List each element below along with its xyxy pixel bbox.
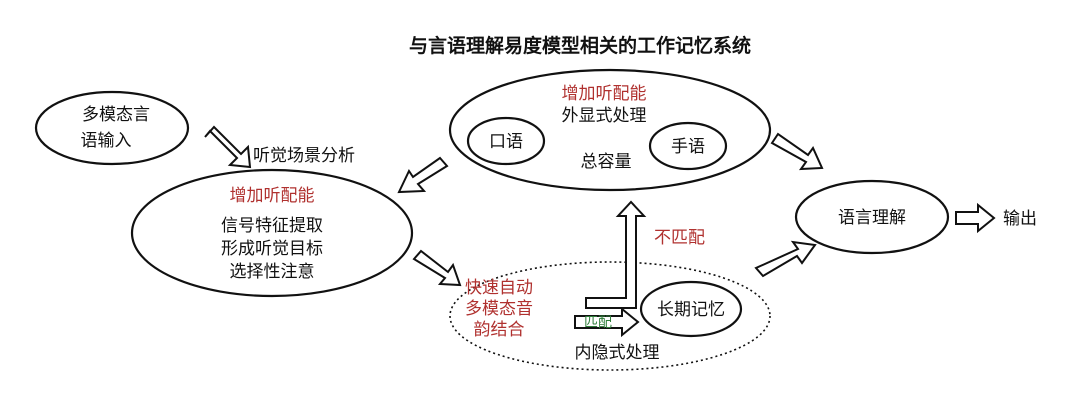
arrow-to-output [955,202,996,234]
arrow-explicit-to-comprehension [770,132,824,171]
explicit-processing-node [448,68,772,192]
diagram-title: 与言语理解易度模型相关的工作记忆系统 [409,34,751,57]
signal-heading: 增加听配能 [230,186,315,206]
mismatch-label: 不匹配 [654,228,705,248]
auditory-scene-label: 听觉场景分析 [253,146,355,166]
comprehension-node [794,179,950,255]
fast-line-2: 多模态音 [465,299,533,319]
arrow-implicit-to-comprehension [754,240,817,278]
signal-processing-node [130,168,414,298]
match-label: 匹配 [584,315,612,331]
explicit-heading: 增加听配能 [562,84,647,104]
arrow-signal-to-implicit [412,249,462,287]
arrow-input-to-signal [204,125,252,169]
comprehension-label: 语言理解 [838,208,906,228]
fast-line-1: 快速自动 [465,278,533,298]
output-label: 输出 [1003,209,1037,229]
capacity-label: 总容量 [581,152,632,172]
signal-line-3: 选择性注意 [230,262,315,282]
long-term-memory-label: 长期记忆 [657,300,725,320]
arrow-explicit-to-signal [397,156,449,194]
input-node [34,90,190,166]
explicit-label: 外显式处理 [562,106,647,126]
implicit-processing-node [449,261,771,371]
implicit-label: 内隐式处理 [575,343,660,363]
input-line-1: 多模态言 [82,105,150,125]
oral-label: 口语 [489,132,523,152]
match-arrow [574,306,640,338]
input-line-2: 语输入 [81,131,132,151]
sign-label: 手语 [671,137,705,157]
mismatch-arrow [585,200,647,309]
signal-line-1: 信号特征提取 [221,216,323,236]
fast-line-3: 韵结合 [474,320,525,340]
oral-node [466,116,546,166]
sign-node [648,121,728,171]
signal-line-2: 形成听觉目标 [221,239,323,259]
long-term-memory-node [639,280,743,338]
